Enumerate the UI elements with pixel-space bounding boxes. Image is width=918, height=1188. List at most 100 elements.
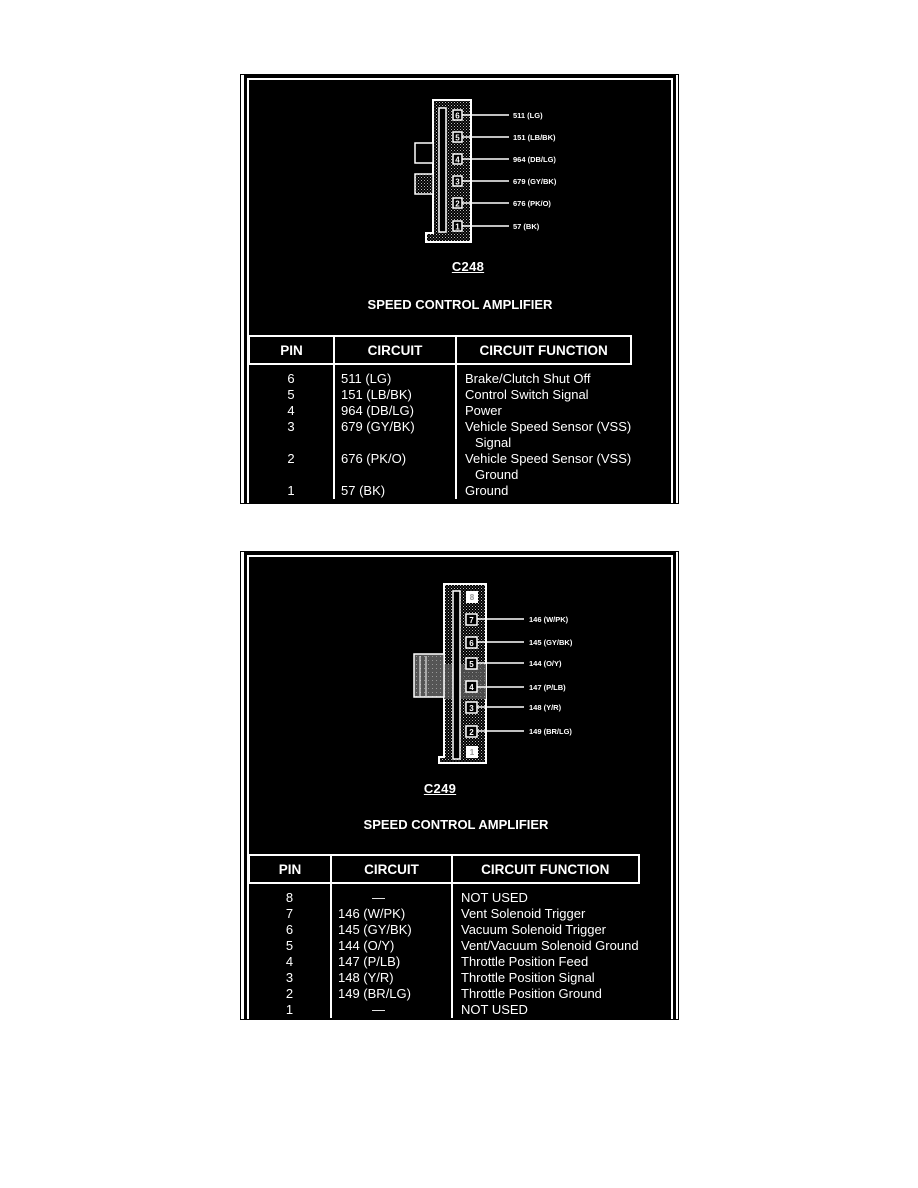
pin-table-c249: PIN CIRCUIT CIRCUIT FUNCTION 8 — NOT USE… xyxy=(248,854,640,1018)
svg-text:2: 2 xyxy=(469,728,474,737)
table-row: 6 511 (LG) Brake/Clutch Shut Off xyxy=(249,371,631,387)
function-cell: Vent/Vacuum Solenoid Ground xyxy=(461,938,639,953)
function-cell: NOT USED xyxy=(461,1002,528,1017)
pin-cell: 2 xyxy=(249,986,332,1002)
svg-text:5: 5 xyxy=(469,660,474,669)
svg-text:7: 7 xyxy=(469,616,474,625)
pin-cell: 7 xyxy=(249,906,332,922)
pin-cell: 5 xyxy=(249,387,335,403)
pin-cell: 2 xyxy=(249,451,335,483)
function-cell: Vehicle Speed Sensor (VSS) Signal xyxy=(465,419,632,450)
table-row: 5 144 (O/Y) Vent/Vacuum Solenoid Ground xyxy=(249,938,639,954)
svg-text:144 (O/Y): 144 (O/Y) xyxy=(529,659,562,668)
svg-text:679 (GY/BK): 679 (GY/BK) xyxy=(513,177,557,186)
pin-cell: 1 xyxy=(249,1002,332,1018)
svg-text:1: 1 xyxy=(455,223,460,232)
c248-pin-6-marker: 6 xyxy=(455,112,460,121)
connector-c249-frame xyxy=(247,555,673,1019)
column-header-circuit-function: CIRCUIT FUNCTION xyxy=(451,854,640,884)
svg-text:3: 3 xyxy=(469,704,474,713)
pin-table-c248: PIN CIRCUIT CIRCUIT FUNCTION 6 511 (LG) … xyxy=(248,335,633,499)
function-cell: Ground xyxy=(465,483,509,498)
pin-cell: 8 xyxy=(249,890,332,906)
table-row: 1 57 (BK) Ground xyxy=(249,483,631,499)
pin-cell: 3 xyxy=(249,419,335,451)
table-row: 3 679 (GY/BK) Vehicle Speed Sensor (VSS)… xyxy=(249,419,631,451)
table-row: 8 — NOT USED xyxy=(249,890,639,906)
svg-text:6: 6 xyxy=(469,639,474,648)
svg-text:511 (LG): 511 (LG) xyxy=(513,111,543,120)
function-cell: Power xyxy=(465,403,502,418)
function-cell: Vacuum Solenoid Trigger xyxy=(461,922,607,937)
svg-text:148 (Y/R): 148 (Y/R) xyxy=(529,703,562,712)
circuit-cell: 57 (BK) xyxy=(334,483,457,499)
circuit-cell: 144 (O/Y) xyxy=(331,938,453,954)
circuit-cell: 147 (P/LB) xyxy=(331,954,453,970)
table-row: 3 148 (Y/R) Throttle Position Signal xyxy=(249,970,639,986)
function-cell: Brake/Clutch Shut Off xyxy=(465,371,591,386)
svg-text:149 (BR/LG): 149 (BR/LG) xyxy=(529,727,572,736)
connector-c248-diagram: 6 511 (LG) 5 151 (LB/BK) 4 964 (DB/LG) 3… xyxy=(414,99,557,243)
table-row: 1 — NOT USED xyxy=(249,1002,639,1018)
column-header-pin: PIN xyxy=(248,854,332,884)
circuit-cell: 148 (Y/R) xyxy=(331,970,453,986)
circuit-cell: 149 (BR/LG) xyxy=(331,986,453,1002)
table-row: 4 147 (P/LB) Throttle Position Feed xyxy=(249,954,639,970)
svg-text:676 (PK/O): 676 (PK/O) xyxy=(513,199,551,208)
pin-cell: 6 xyxy=(249,371,335,387)
column-header-circuit: CIRCUIT xyxy=(330,854,453,884)
connector-title-c248: SPEED CONTROL AMPLIFIER xyxy=(367,297,553,312)
column-header-circuit: CIRCUIT xyxy=(333,335,457,365)
circuit-cell: 679 (GY/BK) xyxy=(334,419,457,451)
svg-text:3: 3 xyxy=(455,178,460,187)
svg-text:4: 4 xyxy=(469,683,474,692)
table-header-row: PIN CIRCUIT CIRCUIT FUNCTION xyxy=(248,854,640,884)
circuit-cell: — xyxy=(331,1002,453,1018)
function-cell: Vent Solenoid Trigger xyxy=(461,906,586,921)
svg-text:5: 5 xyxy=(455,134,460,143)
function-cell: Throttle Position Signal xyxy=(461,970,595,985)
svg-text:57 (BK): 57 (BK) xyxy=(513,222,540,231)
function-cell: Throttle Position Feed xyxy=(461,954,589,969)
svg-text:151 (LB/BK): 151 (LB/BK) xyxy=(513,133,556,142)
table-row: 5 151 (LB/BK) Control Switch Signal xyxy=(249,387,631,403)
circuit-cell: — xyxy=(331,890,453,906)
connector-c249-diagram: 8 7 146 (W/PK) 6 145 (GY/BK) 5 144 (O/Y)… xyxy=(413,583,573,764)
svg-text:147 (P/LB): 147 (P/LB) xyxy=(529,683,566,692)
table-header-row: PIN CIRCUIT CIRCUIT FUNCTION xyxy=(248,335,633,365)
table-row: 6 145 (GY/BK) Vacuum Solenoid Trigger xyxy=(249,922,639,938)
svg-text:146 (W/PK): 146 (W/PK) xyxy=(529,615,569,624)
column-header-pin: PIN xyxy=(248,335,335,365)
connector-id-c249: C249 xyxy=(423,781,457,796)
circuit-cell: 151 (LB/BK) xyxy=(334,387,457,403)
table-row: 7 146 (W/PK) Vent Solenoid Trigger xyxy=(249,906,639,922)
circuit-cell: 964 (DB/LG) xyxy=(334,403,457,419)
function-cell: NOT USED xyxy=(461,890,528,905)
svg-text:145 (GY/BK): 145 (GY/BK) xyxy=(529,638,573,647)
pin-cell: 3 xyxy=(249,970,332,986)
circuit-cell: 676 (PK/O) xyxy=(334,451,457,483)
connector-c249-panel: 8 7 146 (W/PK) 6 145 (GY/BK) 5 144 (O/Y)… xyxy=(240,551,679,1020)
circuit-cell: 146 (W/PK) xyxy=(331,906,453,922)
function-cell: Vehicle Speed Sensor (VSS) Ground xyxy=(465,451,632,482)
svg-text:2: 2 xyxy=(455,200,460,209)
connector-id-c248: C248 xyxy=(451,259,485,274)
column-header-circuit-function: CIRCUIT FUNCTION xyxy=(454,335,633,365)
pin-cell: 1 xyxy=(249,483,335,499)
connector-title-c249: SPEED CONTROL AMPLIFIER xyxy=(363,817,549,832)
svg-text:4: 4 xyxy=(455,156,460,165)
table-row: 4 964 (DB/LG) Power xyxy=(249,403,631,419)
connector-c248-panel: 6 511 (LG) 5 151 (LB/BK) 4 964 (DB/LG) 3… xyxy=(240,74,679,504)
circuit-cell: 511 (LG) xyxy=(334,371,457,387)
function-cell: Control Switch Signal xyxy=(465,387,589,402)
table-row: 2 676 (PK/O) Vehicle Speed Sensor (VSS) … xyxy=(249,451,631,483)
circuit-cell: 145 (GY/BK) xyxy=(331,922,453,938)
pin-cell: 4 xyxy=(249,954,332,970)
pin-cell: 5 xyxy=(249,938,332,954)
table-row: 2 149 (BR/LG) Throttle Position Ground xyxy=(249,986,639,1002)
function-cell: Throttle Position Ground xyxy=(461,986,602,1001)
svg-text:8: 8 xyxy=(470,593,475,602)
pin-cell: 4 xyxy=(249,403,335,419)
svg-text:1: 1 xyxy=(470,748,475,757)
svg-text:964 (DB/LG): 964 (DB/LG) xyxy=(513,155,556,164)
